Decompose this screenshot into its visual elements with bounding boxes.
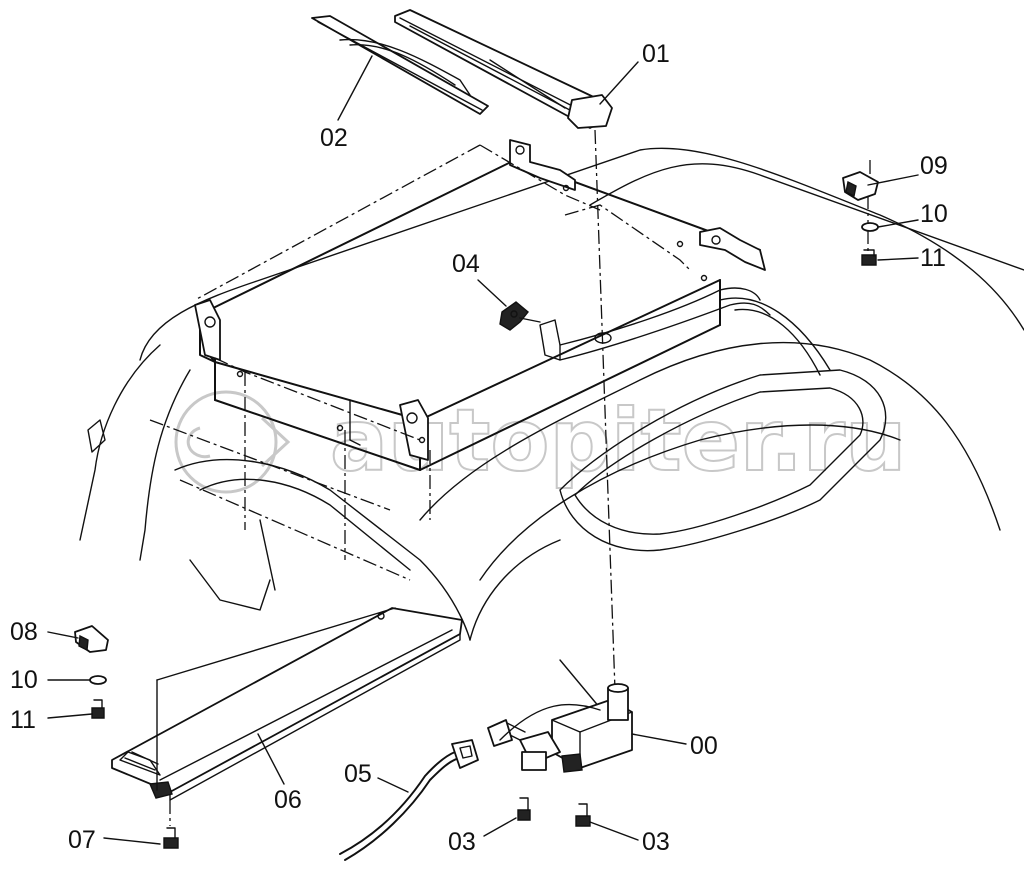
callout-05: 05	[344, 760, 372, 788]
alignment-lines	[149, 129, 871, 691]
motor-bolt-a	[517, 797, 531, 821]
washer-nozzle	[499, 301, 541, 331]
bracket-right	[842, 171, 879, 201]
wiper-arm	[394, 9, 613, 129]
wiper-motor	[487, 683, 633, 773]
watermark-logo-mark	[186, 416, 291, 468]
cover-bolt	[163, 800, 179, 849]
watermark: autopiter.ru	[174, 390, 907, 494]
watermark-logo-ring	[174, 390, 278, 494]
callout-03-right: 03	[642, 828, 670, 856]
callouts: 01 02 04 09 10 11 08 10 11 06 05 00 07 0…	[10, 40, 948, 856]
bolt-right	[861, 249, 877, 266]
motor-cover	[111, 607, 463, 801]
callout-11-right: 11	[920, 244, 946, 272]
roof-panel	[194, 139, 771, 471]
callout-07: 07	[68, 826, 96, 854]
wiper-blade	[311, 15, 489, 115]
callout-09: 09	[920, 152, 948, 180]
bolt-left	[91, 699, 105, 719]
callout-10-right: 10	[920, 200, 948, 228]
wire-harness	[339, 739, 479, 861]
motor-bolt-b	[575, 803, 591, 827]
callout-00: 00	[690, 732, 718, 760]
callout-08: 08	[10, 618, 38, 646]
callout-06: 06	[274, 786, 302, 814]
washer-left	[89, 675, 107, 685]
callout-11-left: 11	[10, 706, 36, 734]
callout-04: 04	[452, 250, 480, 278]
callout-02: 02	[320, 124, 348, 152]
callout-03-left: 03	[448, 828, 476, 856]
washer-right	[861, 222, 879, 232]
callout-10-left: 10	[10, 666, 38, 694]
callout-01: 01	[642, 40, 670, 68]
leader-lines	[47, 55, 919, 845]
bracket-left	[74, 625, 109, 653]
cab-body	[79, 147, 1024, 721]
